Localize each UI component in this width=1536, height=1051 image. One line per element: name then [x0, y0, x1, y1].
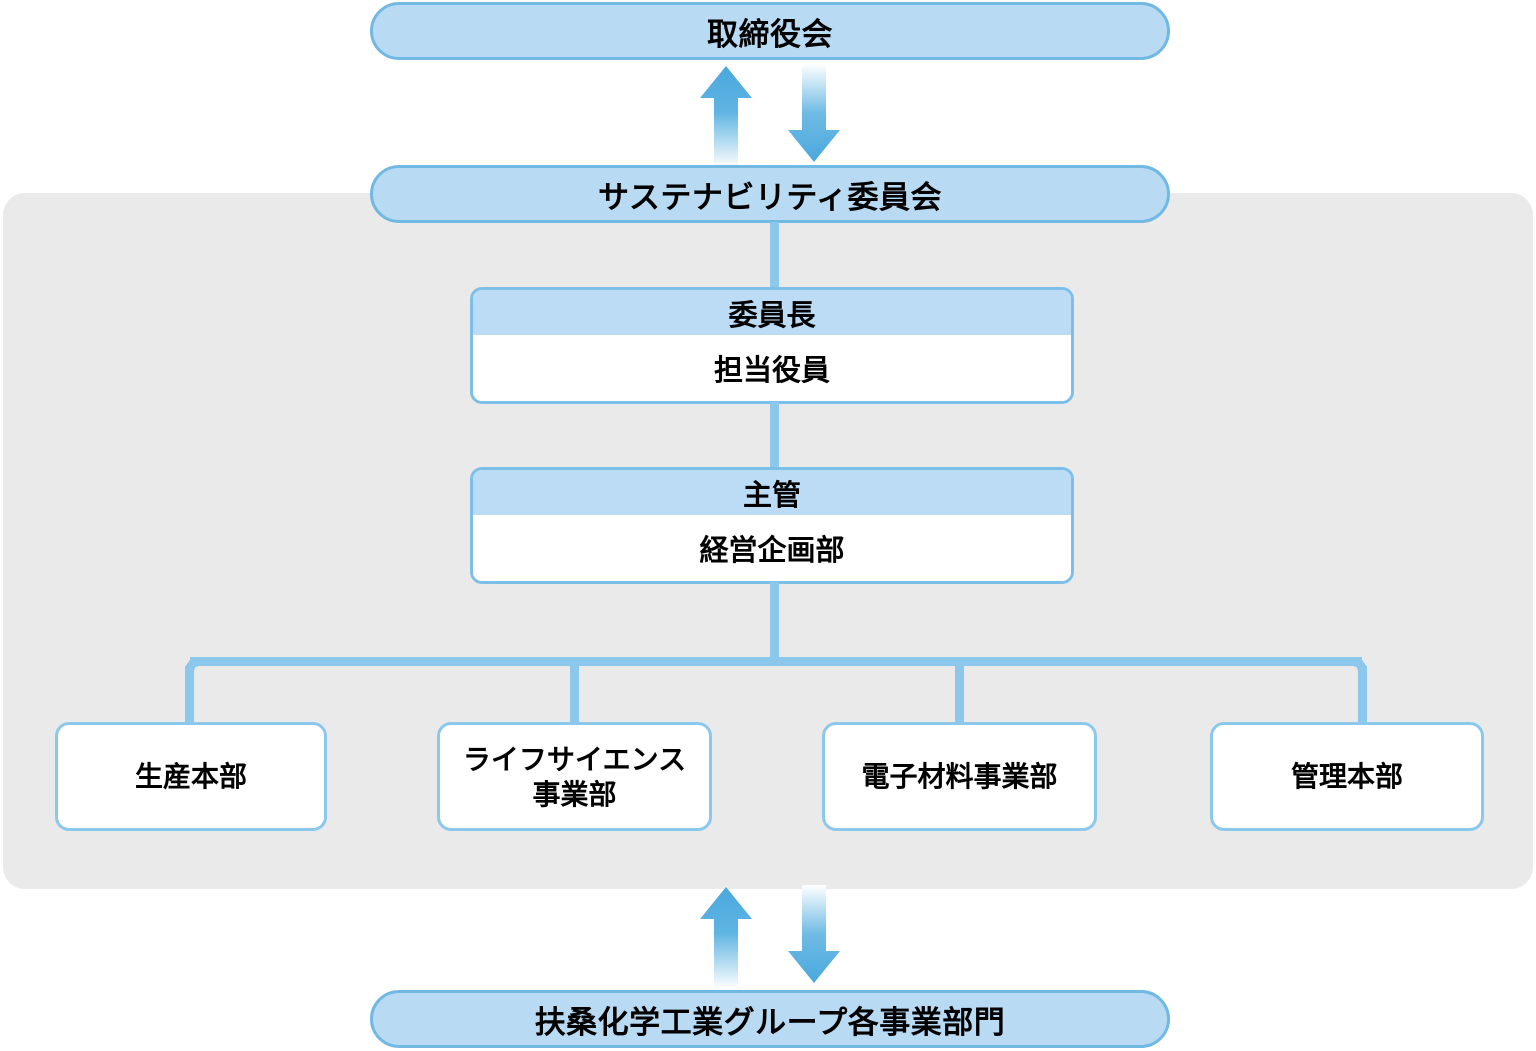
department-life-science-node[interactable]: ライフサイエンス 事業部 — [437, 722, 712, 831]
arrow-up-icon — [700, 887, 752, 989]
department-electronic-materials-node[interactable]: 電子材料事業部 — [822, 722, 1097, 831]
supervisor-header: 主管 — [473, 470, 1071, 515]
connector-drop-electronic-materials — [955, 657, 964, 724]
chairperson-header: 委員長 — [473, 290, 1071, 335]
connector-supervisor-to-bus — [770, 582, 779, 662]
department-life-science-label: ライフサイエンス 事業部 — [462, 743, 687, 810]
sustainability-committee-label: サステナビリティ委員会 — [597, 179, 943, 215]
supervisor-body: 経営企画部 — [473, 515, 1071, 581]
arrow-down-icon — [788, 885, 840, 983]
connector-committee-to-chair — [770, 222, 779, 289]
connector-drop-administration — [1358, 666, 1367, 724]
sustainability-committee-node[interactable]: サステナビリティ委員会 — [370, 165, 1170, 223]
department-administration-node[interactable]: 管理本部 — [1210, 722, 1484, 831]
connector-horizontal-bus — [190, 657, 1362, 666]
chairperson-node[interactable]: 委員長 担当役員 — [470, 287, 1074, 404]
department-production-node[interactable]: 生産本部 — [55, 722, 327, 831]
group-divisions-node[interactable]: 扶桑化学工業グループ各事業部門 — [370, 990, 1170, 1048]
department-electronic-materials-label: 電子材料事業部 — [861, 761, 1058, 792]
connector-drop-production — [185, 666, 194, 724]
group-divisions-label: 扶桑化学工業グループ各事業部門 — [534, 1004, 1006, 1040]
board-of-directors-label: 取締役会 — [707, 16, 833, 52]
arrow-down-icon — [788, 64, 840, 162]
board-of-directors-node[interactable]: 取締役会 — [370, 2, 1170, 60]
chairperson-body: 担当役員 — [473, 335, 1071, 401]
connector-drop-life-science — [570, 657, 579, 724]
department-production-label: 生産本部 — [134, 761, 247, 792]
department-administration-label: 管理本部 — [1290, 761, 1403, 792]
supervisor-node[interactable]: 主管 経営企画部 — [470, 467, 1074, 584]
connector-chair-to-supervisor — [770, 402, 779, 469]
arrow-up-icon — [700, 66, 752, 168]
